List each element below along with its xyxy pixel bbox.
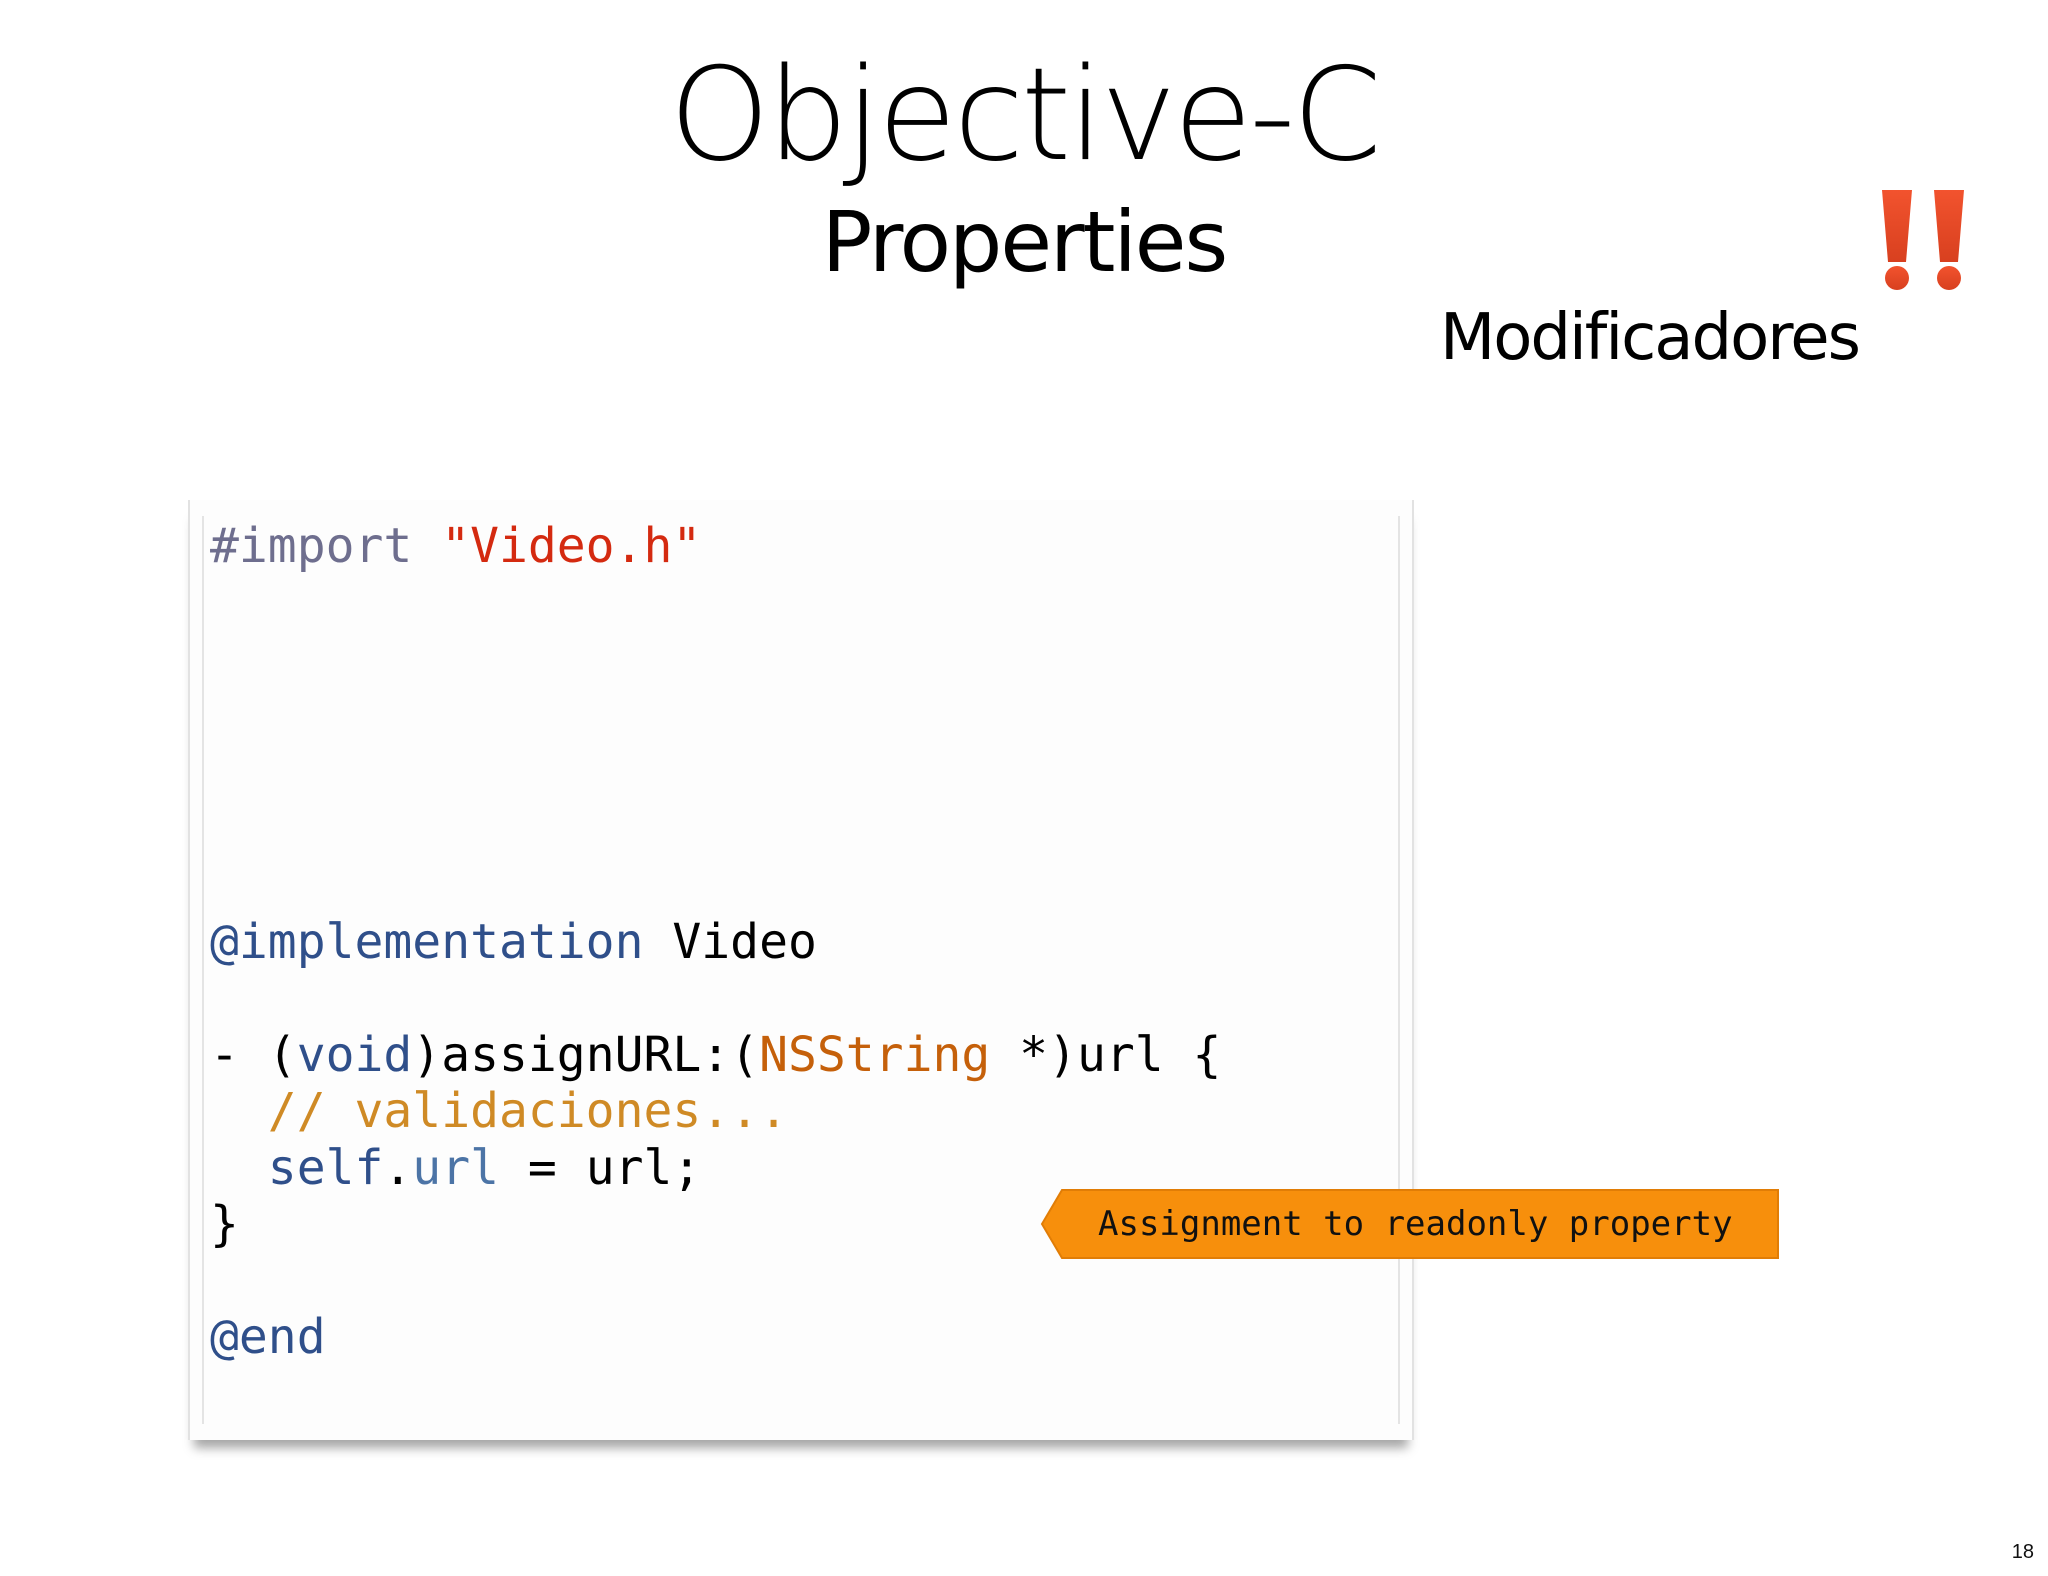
section-label: Modificadores [1440, 301, 1861, 375]
code-line [210, 857, 1221, 914]
code-token: @implementation [210, 913, 644, 970]
code-token: void [296, 1026, 413, 1083]
page-number: 18 [2011, 1541, 2034, 1563]
slide-title: Objective-C [669, 41, 1382, 190]
slide-subtitle: Properties [821, 193, 1229, 291]
code-line [210, 970, 1221, 1027]
code-token: } [210, 1196, 239, 1252]
code-token: . [383, 1139, 413, 1196]
code-line: // validaciones... [210, 1083, 1221, 1140]
code-line [210, 631, 1221, 688]
code-line: @implementation Video [210, 914, 1221, 971]
code-token: #import [210, 518, 442, 574]
code-token: = url; [499, 1139, 702, 1196]
code-token: // validaciones... [210, 1083, 788, 1139]
code-token: Video [643, 913, 817, 970]
code-line: self.url = url; [210, 1140, 1221, 1197]
code-token: NSString [759, 1026, 991, 1083]
code-line [210, 744, 1221, 801]
code-token [210, 1140, 268, 1196]
code-line: #import "Video.h" [210, 518, 1221, 575]
error-annotation: Assignment to readonly property [1040, 1188, 1780, 1260]
code-token: )assignURL:( [412, 1026, 760, 1083]
double-exclamation-icon [1878, 186, 1978, 296]
code-token: "Video.h" [441, 518, 702, 574]
code-line [210, 1253, 1221, 1310]
error-message: Assignment to readonly property [1098, 1204, 1733, 1244]
code-line: } [210, 1196, 1221, 1253]
code-line [210, 688, 1221, 745]
code-token: self [267, 1139, 384, 1196]
gutter-line [1398, 516, 1400, 1424]
code-token: *)url { [990, 1026, 1222, 1083]
code-line: @end [210, 1309, 1221, 1366]
code-line [210, 801, 1221, 858]
code-token: url [412, 1139, 499, 1196]
code-line: - (void)assignURL:(NSString *)url { [210, 1027, 1221, 1084]
code-block: #import "Video.h" @implementation Video - … [210, 518, 1221, 1366]
code-token: - ( [210, 1026, 297, 1083]
code-line [210, 575, 1221, 632]
code-editor: #import "Video.h" @implementation Video - … [188, 500, 1414, 1440]
gutter-line [202, 516, 204, 1424]
code-token: @end [210, 1309, 326, 1365]
